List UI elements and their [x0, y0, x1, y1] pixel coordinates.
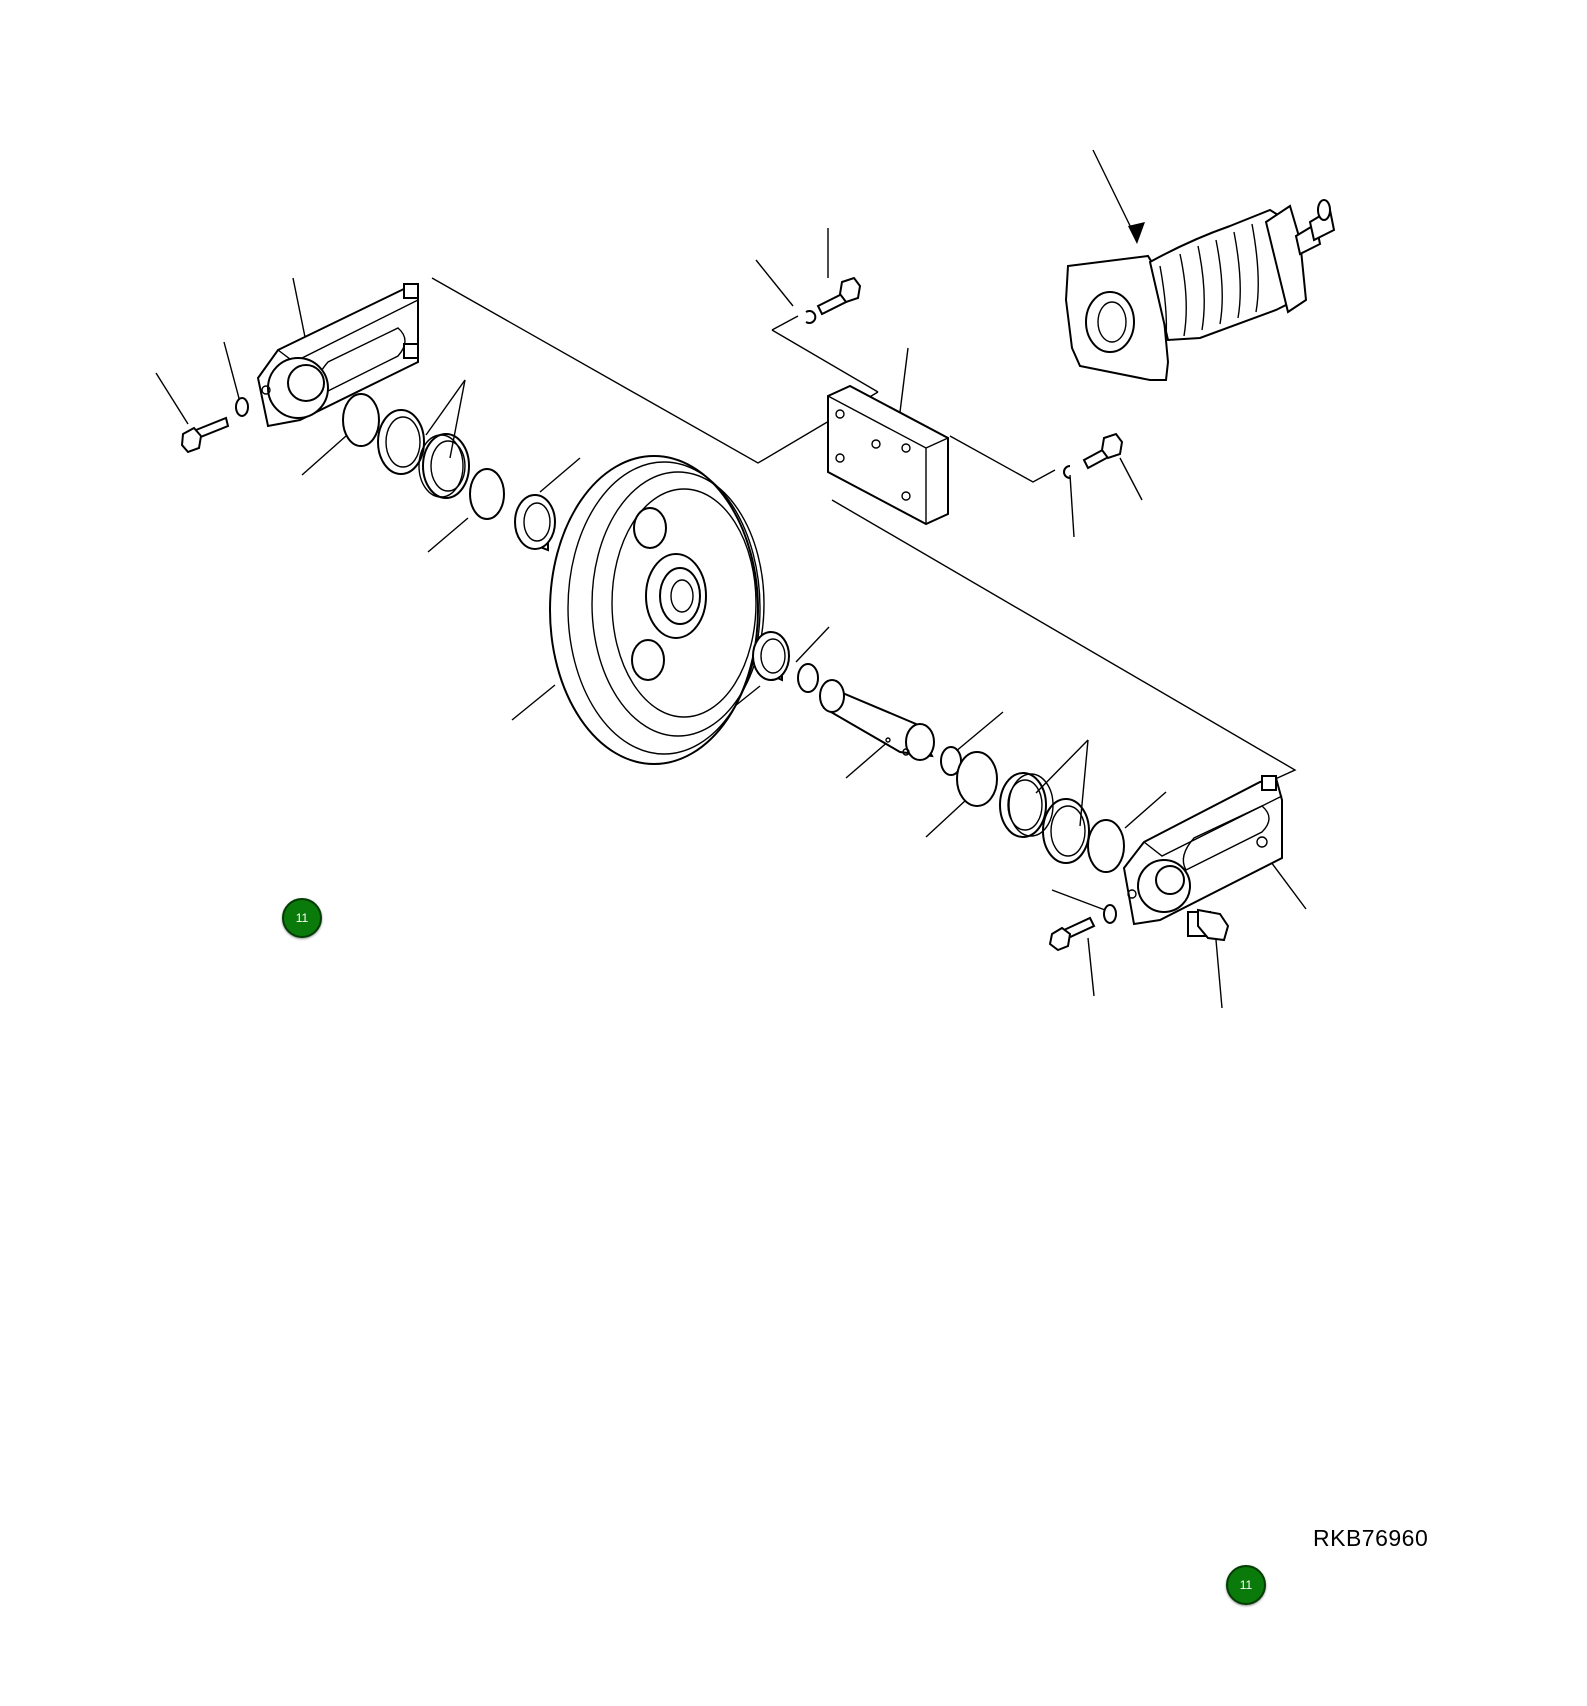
left-bracket-part	[256, 283, 419, 428]
o-ring-part	[956, 751, 998, 807]
right-bolt-part	[1048, 916, 1096, 952]
top-lock-washer-part	[805, 310, 817, 324]
right-bushing-part	[752, 631, 790, 682]
leader-lines	[155, 149, 1307, 1009]
floating-seal-part	[418, 433, 470, 499]
right-plate-bolt-part	[1082, 432, 1124, 470]
shaft-part	[819, 679, 935, 761]
idler-wheel-part	[549, 455, 765, 765]
o-ring-part	[1087, 819, 1125, 873]
o-ring-part	[469, 468, 505, 520]
callout-badge[interactable]: 11	[1226, 1565, 1266, 1605]
arrow-head-icon	[1128, 222, 1145, 244]
top-bolt-part	[816, 276, 862, 316]
left-bolt-part	[180, 416, 230, 454]
center-plate-part	[827, 384, 949, 526]
plug-part	[1187, 908, 1230, 942]
recoil-spring-assembly-part	[1064, 199, 1336, 381]
drawing-reference-code: RKB76960	[1313, 1525, 1429, 1551]
floating-seal-part	[999, 772, 1054, 838]
left-washer-part	[235, 397, 249, 417]
right-bracket-part	[1122, 775, 1283, 926]
floating-seal-part	[1042, 798, 1090, 864]
right-washer-part	[1103, 904, 1117, 924]
right-lock-washer-part	[1063, 465, 1071, 479]
callout-badge[interactable]: 11	[282, 898, 322, 938]
left-bushing-part	[514, 494, 556, 552]
o-ring-part	[342, 393, 380, 447]
small-o-ring-part	[797, 663, 819, 693]
floating-seal-part	[377, 409, 425, 475]
